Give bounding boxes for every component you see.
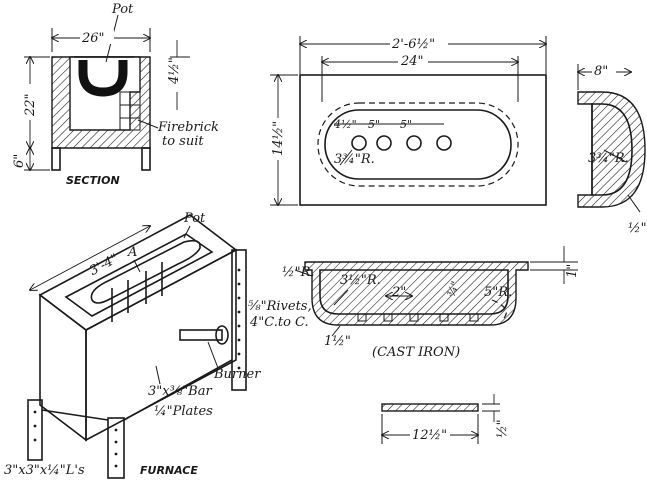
firebrick-block	[119, 91, 141, 131]
section-caption: SECTION	[66, 174, 120, 187]
plan-hole-4	[436, 135, 452, 151]
end-width-dim: 8"	[594, 64, 608, 79]
long-wall-dim: 1½"	[324, 334, 351, 349]
furnace-burner	[179, 329, 223, 341]
long-section-interior	[319, 269, 509, 315]
long-end-radius: 5"R.	[484, 285, 512, 300]
long-section-wall	[304, 261, 529, 326]
furnace-post-front-right	[107, 417, 125, 479]
long-section: ½"R. 3½"R. 2" ¾" 5"R. 1" 1½" (CAST IRON)	[282, 246, 580, 360]
long-lug-depth: ¾"	[445, 279, 463, 298]
plan-depth-dim: 14½"	[271, 121, 286, 156]
plan-overall-width: 2'-6½"	[391, 37, 435, 52]
section-bottom-dim: 6"	[12, 154, 27, 168]
end-section: 8" 3¾"R. ½"	[578, 63, 647, 236]
plan-corner-radius: 3¾"R.	[334, 152, 375, 167]
furnace-front-face	[39, 293, 87, 442]
plan-hole-spacing-1: 5"	[368, 118, 380, 131]
furnace-pot-label: Pot	[183, 211, 206, 226]
end-radius: 3¾"R.	[588, 151, 629, 166]
long-top-dim: 1"	[565, 264, 580, 278]
plan-dashed-opening	[317, 102, 519, 187]
plan-hole-spacing-2: 5"	[400, 118, 412, 131]
bar-length: 12½"	[412, 428, 447, 443]
firebrick-label-2: to suit	[162, 134, 204, 149]
plan-pot-opening	[324, 109, 512, 180]
plan-hole-offset: 4½"	[333, 118, 357, 131]
plan-hole-1	[351, 135, 367, 151]
furnace-rivets-label-1: ⅝"Rivets,	[248, 299, 312, 314]
plan-hole-3	[406, 135, 422, 151]
furnace-caption: FURNACE	[140, 464, 198, 477]
end-section-outer	[577, 91, 646, 208]
section-width-dim: 26"	[81, 31, 105, 46]
end-section-inner	[591, 103, 633, 196]
furnace-angle-label: 3"x3"x¼"L's	[4, 463, 85, 478]
furnace-marker-a: A	[127, 245, 137, 260]
bar-detail: 12½" ½"	[382, 394, 510, 444]
long-lug-spacing: 2"	[391, 285, 406, 300]
furnace-plates-label: ¼"Plates	[154, 404, 213, 419]
furnace-length-dim: 3'-4"	[87, 251, 121, 279]
plan-hole-2	[376, 135, 392, 151]
plan-inner-width: 24"	[400, 54, 424, 69]
furnace-bar-label: 3"x⅜"Bar	[148, 384, 212, 399]
furnace-post-front-left	[27, 399, 43, 461]
firebrick-label-1: Firebrick	[157, 120, 219, 135]
furnace-view: 3'-4" Pot A ⅝"Rivets, 4"C.to C. Burner 3…	[4, 211, 312, 479]
section-height-dim: 22"	[23, 93, 38, 117]
end-thickness: ½"	[628, 221, 647, 236]
plan-view: 2'-6½" 24" 14½" 4½" 5" 5" 3¾"R.	[268, 35, 546, 205]
furnace-side-face	[85, 248, 237, 442]
long-material: (CAST IRON)	[372, 345, 460, 360]
section-pot-label: Pot	[111, 2, 134, 17]
furnace-rivets	[33, 268, 241, 468]
section-leg-left	[51, 147, 61, 171]
bar-shape	[381, 403, 479, 412]
long-rim-radius: ½"R.	[282, 265, 315, 280]
furnace-post-back-right	[231, 249, 247, 391]
pot-shape	[78, 60, 128, 97]
furnace-rivets-label-2: 4"C.to C.	[249, 315, 309, 330]
section-leg-right	[141, 147, 151, 171]
bar-thickness: ½"	[495, 419, 510, 438]
furnace-burner-label: Burner	[213, 367, 261, 382]
plan-outline	[299, 74, 547, 206]
long-inner-radius: 3½"R.	[340, 273, 381, 288]
section-top-dim: 4½"	[167, 57, 182, 85]
section-view: Pot 26" 4½" 22" 6" Firebrick to suit SEC…	[12, 2, 219, 187]
